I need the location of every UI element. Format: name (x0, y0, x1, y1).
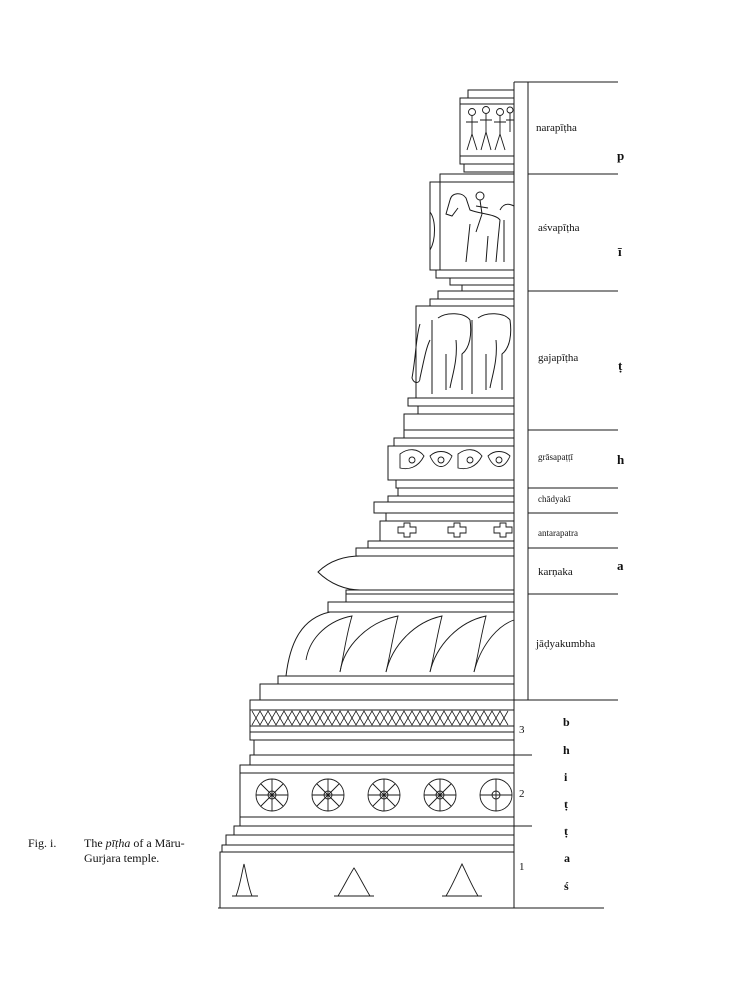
asvapitha-band (429, 173, 515, 292)
figure-number: Fig. i. (28, 836, 57, 850)
grasapatti-band (387, 429, 515, 489)
pitha-letter-i: ī (618, 244, 622, 259)
label-gajapitha: gajapīṭha (538, 352, 579, 364)
caption-line2: Gurjara temple. (84, 851, 160, 865)
bhitta-letter-s: ś (564, 879, 569, 893)
bhitta-letter-h: h (563, 743, 570, 757)
figure-caption: Fig. i. The pīṭha of a Māru- Gurjara temp… (28, 836, 185, 866)
bhitta-course-1 (219, 825, 515, 909)
bhitta-letter-a: a (564, 851, 570, 865)
narapitha-band (459, 89, 515, 173)
bhitta-number-2: 2 (519, 788, 525, 800)
chadyaki-band (373, 487, 515, 514)
pitha-letter-h: h (617, 452, 625, 467)
bhitta-course-3 (249, 699, 515, 756)
label-narapitha: narapīṭha (536, 122, 577, 134)
bhitta-letter-b: b (563, 715, 570, 729)
bhitta-letter-i: i (564, 770, 568, 784)
bhitta-number-3: 3 (519, 724, 525, 736)
caption-term: pīṭha (105, 836, 131, 850)
bhitta-number-1: 1 (519, 861, 525, 873)
bhitta-letter-t2: ṭ (564, 824, 568, 838)
label-jadyakumbha: jāḍyakumbha (536, 638, 596, 650)
pitha-letter-p: p (617, 148, 625, 163)
bhitta-course-2 (239, 754, 515, 827)
label-chadyaki: chādyakī (538, 494, 571, 504)
label-asvapitha: aśvapīṭha (538, 222, 580, 234)
label-antarapatra: antarapatra (538, 528, 578, 538)
label-karnaka: karṇaka (538, 566, 573, 578)
label-grasapatti: grāsapaṭṭī (538, 452, 573, 462)
caption-post: of a Māru- (133, 836, 185, 850)
jadyakumbha-band (259, 593, 515, 701)
karnaka-band (317, 547, 515, 595)
caption-pre: The (84, 836, 103, 850)
gajapitha-band (403, 290, 515, 431)
bhitta-letter-t1: ṭ (564, 797, 568, 811)
antarapatra-band (367, 512, 515, 549)
pitha-letter-t: ṭ (618, 358, 623, 373)
pitha-letter-a: a (617, 558, 624, 573)
